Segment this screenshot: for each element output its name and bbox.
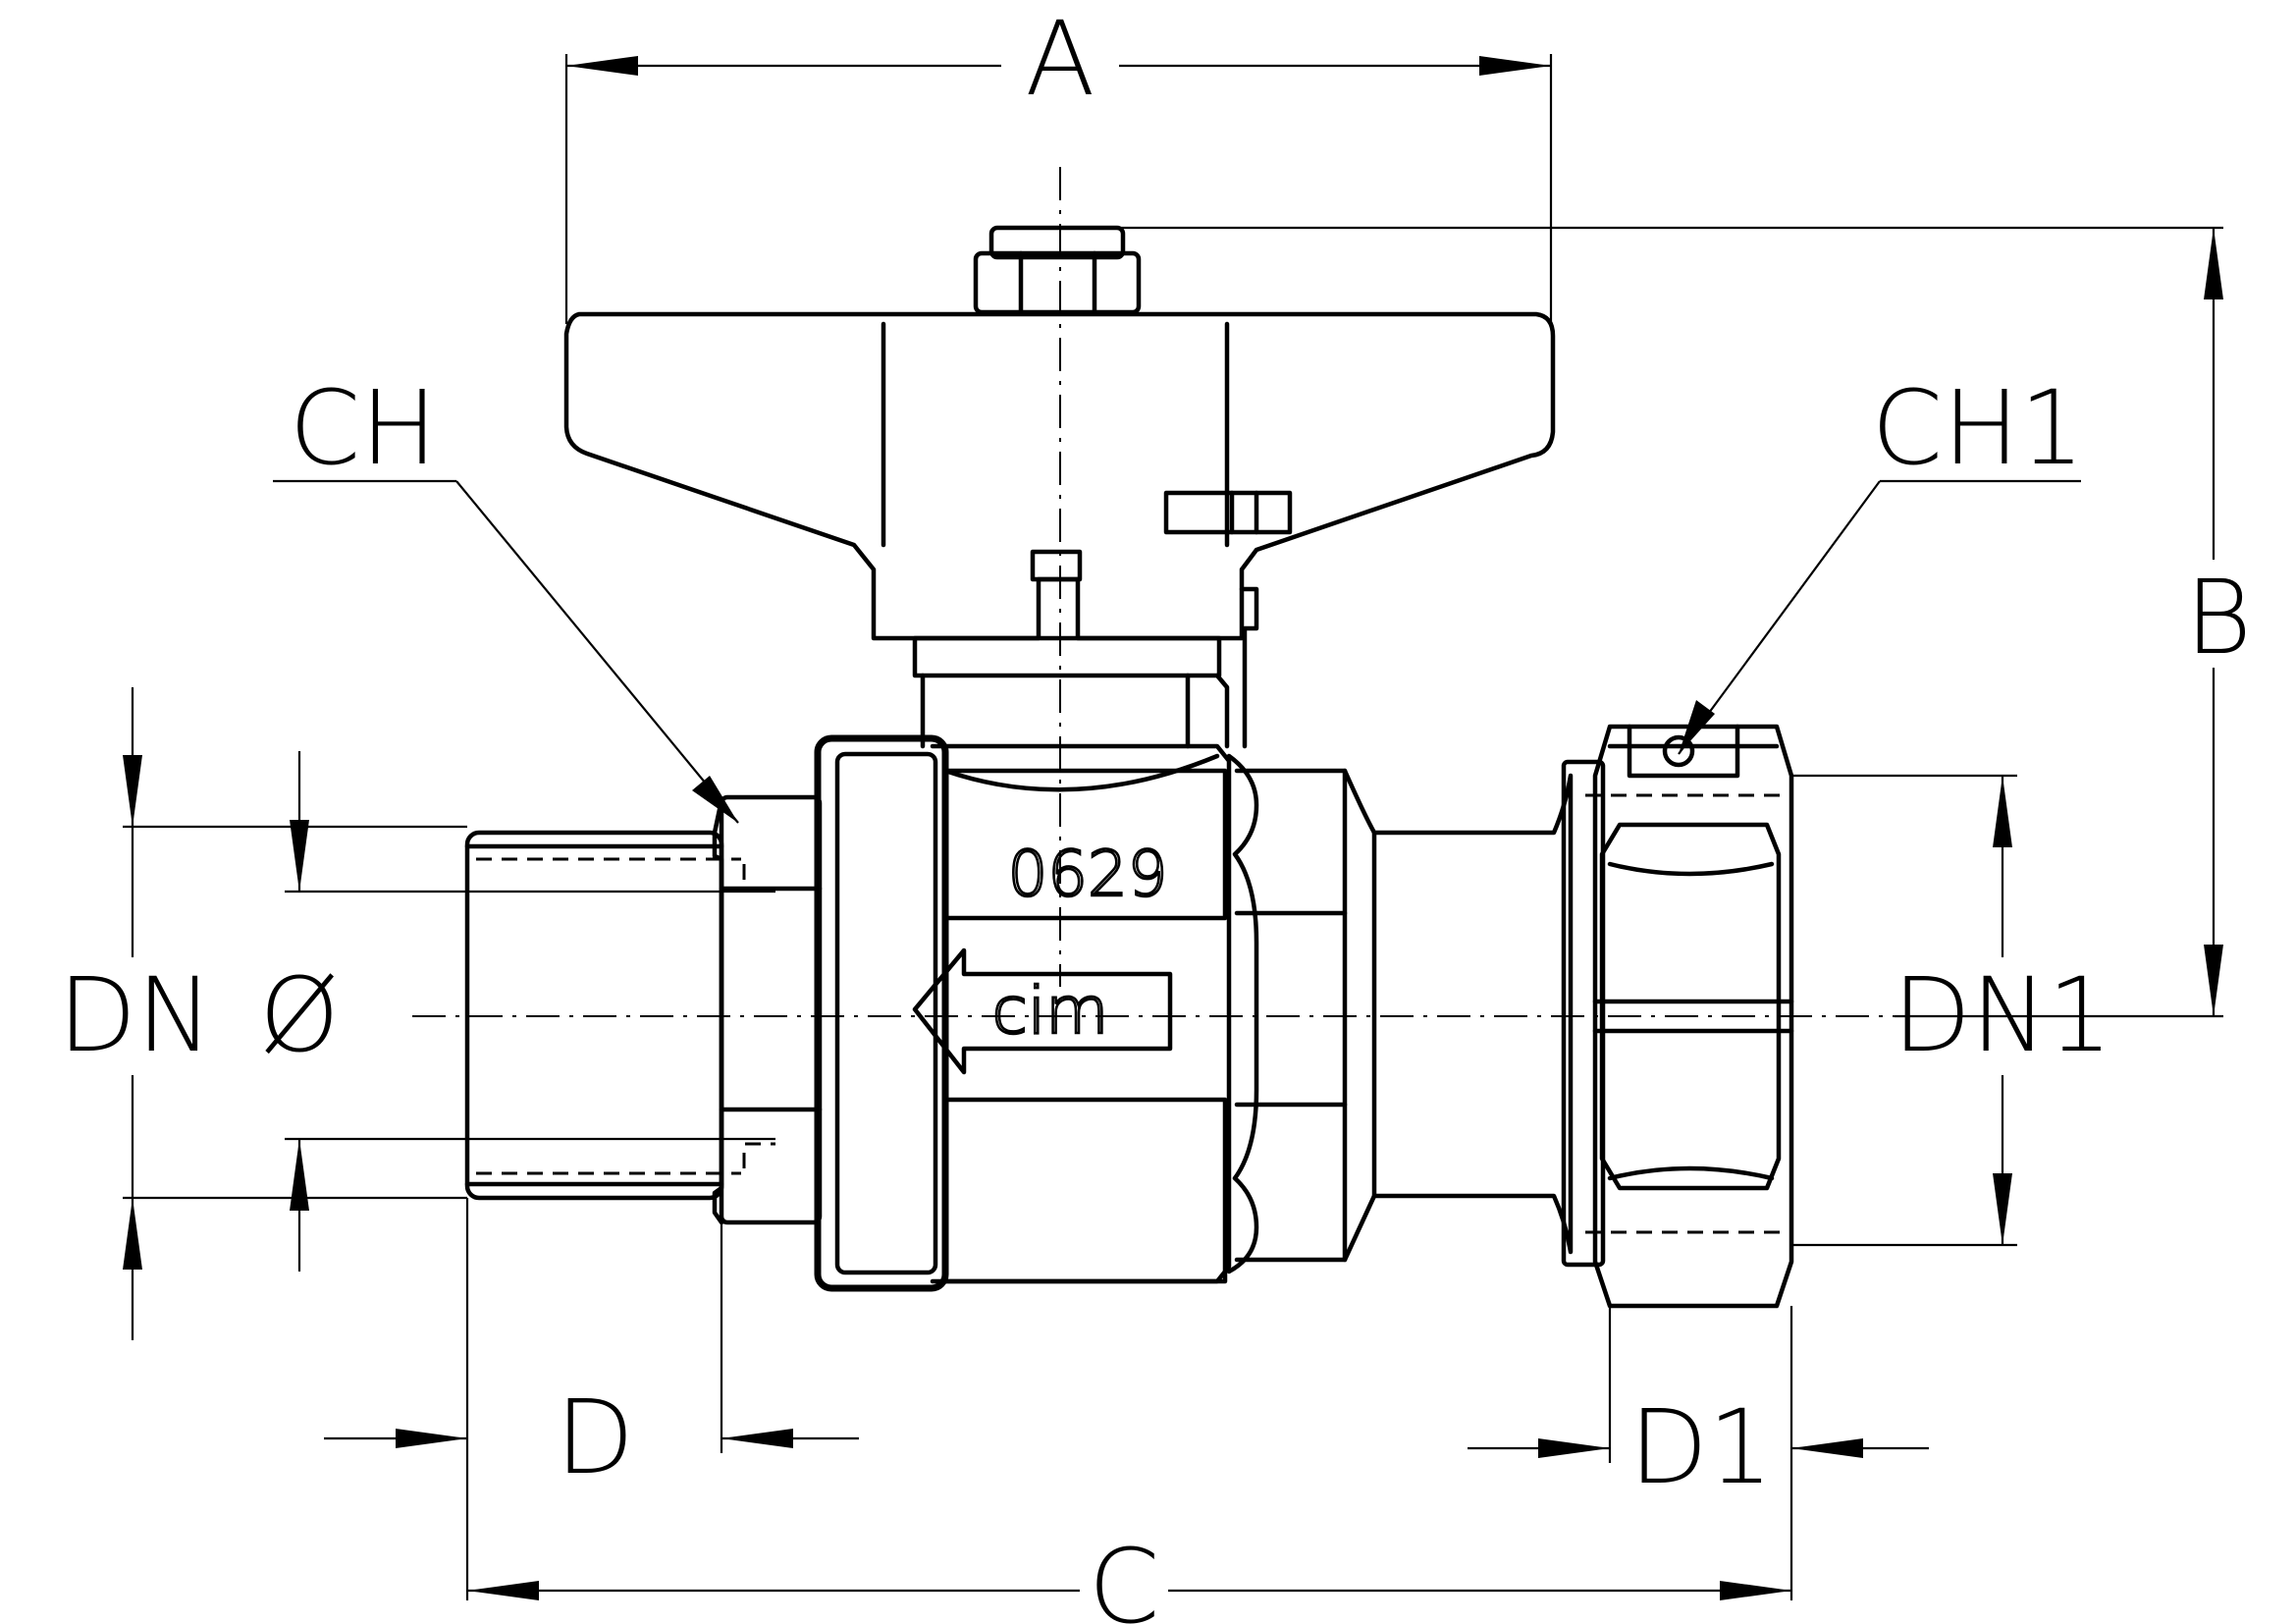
label-b: B xyxy=(2185,558,2252,677)
dimension-d: D xyxy=(324,1222,859,1497)
dimension-diameter: Ø xyxy=(259,751,775,1272)
dimension-d1: D1 xyxy=(1468,1306,1929,1507)
body-markings: 0629 cim xyxy=(912,838,1173,1075)
label-dn1: DN1 xyxy=(1893,955,2112,1075)
label-ch: CH xyxy=(290,368,438,488)
label-a: A xyxy=(1025,0,1095,119)
label-diameter: Ø xyxy=(259,955,340,1075)
valve-handle xyxy=(563,225,1556,641)
male-thread-end xyxy=(464,794,823,1225)
valve-stem xyxy=(912,586,1259,749)
union-nut xyxy=(1371,724,1794,1309)
label-d: D xyxy=(556,1378,634,1497)
flow-arrow-icon xyxy=(912,947,1173,1075)
leader-ch1: CH1 xyxy=(1678,368,2085,755)
dimension-b: B xyxy=(1099,226,2252,1018)
model-number: 0629 xyxy=(1008,839,1168,911)
label-c: C xyxy=(1089,1527,1160,1624)
label-d1: D1 xyxy=(1629,1387,1773,1507)
dimension-dn: DN xyxy=(58,687,467,1340)
brand-mark: cim xyxy=(992,973,1109,1049)
dimension-dn1: DN1 xyxy=(1791,774,2112,1247)
center-lines xyxy=(412,167,1895,1017)
label-ch1: CH1 xyxy=(1872,368,2085,488)
label-dn: DN xyxy=(58,955,213,1075)
dimension-a: A xyxy=(564,0,1553,324)
dimension-c: C xyxy=(465,1198,1793,1624)
leader-ch: CH xyxy=(273,368,739,824)
